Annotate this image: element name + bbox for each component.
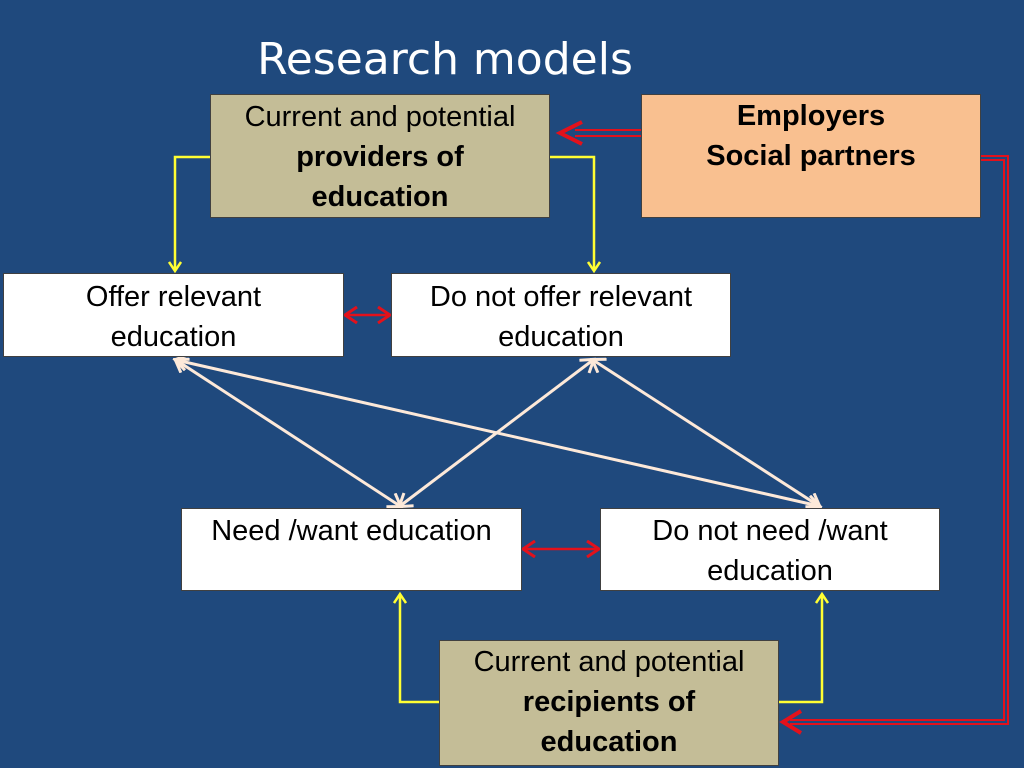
offer-need-arrow	[176, 360, 400, 506]
employers-to-recipients-arrow	[779, 155, 1009, 735]
providers-box: Current and potential providers of educa…	[210, 94, 550, 218]
employers-line1: Employers	[736, 100, 886, 132]
slide-title: Research models	[257, 34, 633, 85]
recipients-to-need-arrow	[400, 595, 439, 704]
employers-line2: Social partners	[706, 140, 916, 172]
not-offer-box: Do not offer relevant education	[391, 273, 731, 357]
providers-line3: education	[311, 181, 449, 213]
not-offer-line1: Do not offer relevant	[429, 281, 693, 313]
not-offer-not-need-arrow	[593, 360, 819, 506]
not-offer-line2: education	[498, 321, 624, 353]
providers-line1: Current and potential	[244, 101, 516, 133]
need-line1: Need /want education	[211, 515, 492, 547]
not-need-line2: education	[707, 555, 833, 587]
not-need-line1: Do not need /want	[652, 515, 888, 547]
not-offer-need-arrow	[400, 360, 593, 506]
offer-line1: Offer relevant	[85, 281, 262, 313]
offer-box: Offer relevant education	[3, 273, 344, 357]
employers-to-providers-arrow	[555, 120, 641, 146]
need-box: Need /want education	[181, 508, 522, 591]
recipients-to-not-need-arrow	[779, 595, 822, 704]
recipients-box: Current and potential recipients of educ…	[439, 640, 779, 766]
recipients-line1: Current and potential	[473, 646, 745, 678]
recipients-line2: recipients of	[522, 686, 696, 718]
providers-to-offer-arrow	[175, 155, 210, 270]
providers-to-not-offer-arrow	[550, 155, 594, 270]
not-need-box: Do not need /want education	[600, 508, 940, 591]
employers-box: Employers Social partners	[641, 94, 981, 218]
recipients-line3: education	[540, 726, 678, 758]
offer-line2: education	[110, 321, 237, 353]
providers-line2: providers of	[296, 141, 464, 173]
